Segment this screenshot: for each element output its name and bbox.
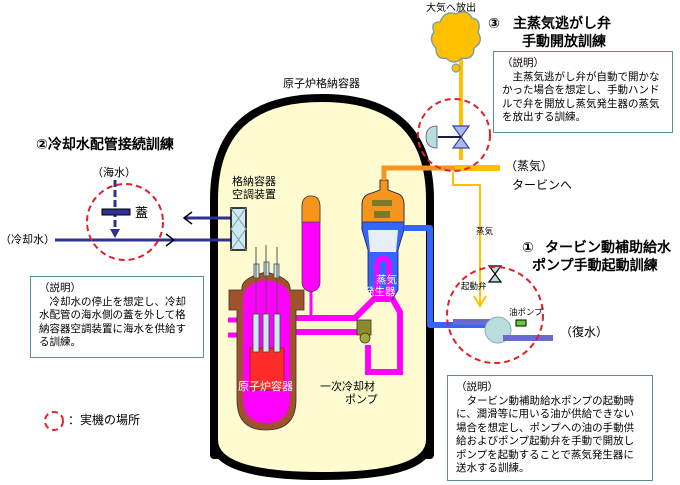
primary-pump-label-line1: 一次冷却材 (320, 380, 375, 393)
training1-description: タービン動補助給水ポンプの起動時に、潤滑等に用いる油が供給できない場合を想定し、… (456, 394, 635, 475)
training2-description-box: （説明） 冷却水の停止を想定し、冷却水配管の海水側の蓋を外して格納容器空調装置に… (30, 276, 204, 358)
reactor-vessel-label: 原子炉容器 (238, 380, 293, 393)
steam-generator (361, 179, 405, 302)
primary-pump-label-line2: ポンプ (345, 393, 378, 406)
start-valve (487, 265, 503, 283)
turbine-pump (484, 316, 553, 344)
hvac-unit (230, 207, 247, 251)
main-steam-line (381, 165, 455, 180)
hvac-label-line2: 空調装置 (232, 188, 276, 201)
legend-circle (44, 411, 64, 431)
reactor-vessel (228, 245, 305, 431)
location-circles (44, 98, 544, 431)
containment-label: 原子炉格納容器 (283, 77, 360, 90)
location-circle-3 (417, 98, 491, 172)
lid-label: 蓋 (135, 206, 149, 221)
training3-title-line2: 手動開放訓練 (522, 34, 606, 50)
pressurizer (301, 195, 321, 317)
training1-description-box: （説明） タービン動補助給水ポンプの起動時に、潤滑等に用いる油が供給できない場合… (447, 375, 653, 481)
oil-pump-label: 油ポンプ (509, 308, 543, 318)
steam-out-label: （蒸気） (505, 159, 554, 173)
training1-title-line1: タービン動補助給水 (545, 240, 671, 256)
steam-generator-label-line2: 発生器 (364, 286, 396, 298)
training3-description: 主蒸気逃がし弁が自動で開かなかった場合を想定し、手動ハンドルで弁を開放し蒸気発生… (502, 70, 660, 124)
steam-generator-label-line1: 蒸気 (376, 274, 397, 286)
training1-description-heading: （説明） (456, 381, 498, 393)
hvac-label-line1: 格納容器 (232, 175, 276, 188)
training3-title-line1: 主蒸気逃がし弁 (513, 16, 611, 32)
training2-title: ②冷却水配管接続訓練 (36, 137, 174, 153)
legend-label: ：実機の場所 (68, 413, 141, 427)
training3-description-heading: （説明） (502, 57, 544, 69)
atmosphere-label: 大気へ放出 (426, 3, 476, 14)
location-circle-2 (86, 183, 164, 261)
cooling-water-label: （冷却水） (0, 233, 55, 246)
relief-valve (425, 125, 471, 149)
cooling-water-line (55, 180, 236, 247)
training3-number: ③ (488, 16, 500, 32)
sea-water-label: （海水） (92, 166, 136, 179)
location-circle-1 (446, 266, 544, 364)
training1-title-line2: ポンプ手動起動訓練 (532, 258, 658, 274)
to-turbine-label: タービンへ (512, 178, 573, 192)
steam-label: 蒸気 (476, 227, 494, 237)
start-valve-label: 起動弁 (461, 282, 487, 292)
lid (101, 208, 131, 216)
primary-pump (356, 319, 372, 344)
primary-loop (228, 295, 403, 375)
condensate-label: （復水） (560, 325, 609, 339)
training2-description-heading: （説明） (39, 282, 81, 294)
training3-description-box: （説明） 主蒸気逃がし弁が自動で開かなかった場合を想定し、手動ハンドルで弁を開放… (493, 51, 673, 133)
training1-number: ① (522, 240, 534, 256)
training2-description: 冷却水の停止を想定し、冷却水配管の海水側の蓋を外して格納容器空調装置に海水を供給… (39, 295, 186, 349)
steam-cloud (430, 11, 481, 63)
